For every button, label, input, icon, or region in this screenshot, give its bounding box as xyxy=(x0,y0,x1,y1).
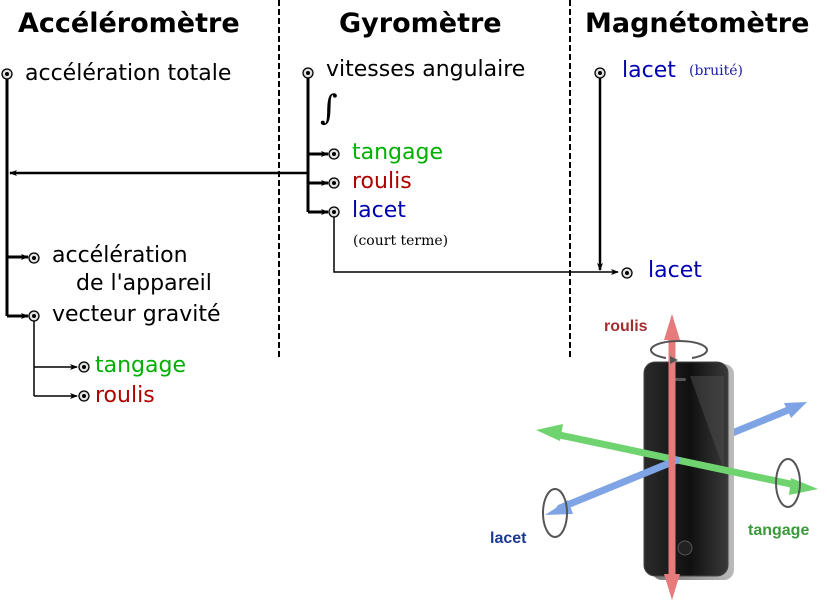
phone-yaw-label: lacet xyxy=(490,530,527,547)
node-mag-source xyxy=(594,67,606,79)
gravity-label: vecteur gravité xyxy=(52,302,221,327)
roll-axis-head-bottom xyxy=(664,574,680,600)
node-device-accel xyxy=(28,252,40,264)
device-accel-label-1: accélération xyxy=(52,243,188,268)
gyro-source-label: vitesses angulaire xyxy=(326,57,526,82)
node-accel-source xyxy=(1,68,13,80)
yaw-rotation-icon xyxy=(542,488,568,538)
accel-source-label: accélération totale xyxy=(25,61,232,86)
gyro-pitch-label: tangage xyxy=(352,140,443,165)
node-gyro-source xyxy=(302,67,314,79)
yaw-axis-head-back xyxy=(784,402,807,418)
roll-axis-head-top xyxy=(664,314,680,340)
yaw-axis-front xyxy=(556,456,681,512)
pitch-rotation-icon xyxy=(775,458,801,508)
mag-source-label: lacet xyxy=(622,58,676,83)
node-gyro-pitch xyxy=(328,148,340,160)
gravity-roll-label: roulis xyxy=(95,383,155,408)
accelerometer-title: Accéléromètre xyxy=(18,8,240,39)
device-accel-label-2: de l'appareil xyxy=(76,271,212,296)
roll-rotation-icon xyxy=(650,340,708,364)
phone-roll-label: roulis xyxy=(604,318,648,335)
node-fused-yaw xyxy=(621,267,633,279)
node-gyro-roll xyxy=(328,177,340,189)
phone-pitch-label: tangage xyxy=(748,522,810,539)
fused-yaw-label: lacet xyxy=(648,258,702,283)
yaw-axis-back xyxy=(721,402,802,440)
gravity-pitch-label: tangage xyxy=(95,353,186,378)
node-gravity-roll xyxy=(78,390,90,402)
gyro-yaw-label: lacet xyxy=(352,198,406,223)
integral-symbol: ∫ xyxy=(320,88,338,128)
gyro-yaw-note: (court terme) xyxy=(353,233,449,249)
yaw-axis-head-front xyxy=(545,500,573,515)
gyro-yaw-to-fused xyxy=(333,214,619,275)
gyro-roll-label: roulis xyxy=(352,169,412,194)
magnetometer-title: Magnétomètre xyxy=(585,8,810,39)
node-gravity-pitch xyxy=(78,361,90,373)
pitch-axis-head-left xyxy=(536,424,563,441)
mag-source-note: (bruité) xyxy=(689,63,743,79)
node-gravity xyxy=(28,310,40,322)
gyroscope-title: Gyromètre xyxy=(339,8,502,39)
node-gyro-yaw xyxy=(328,206,340,218)
pitch-axis-head-right xyxy=(789,478,818,495)
